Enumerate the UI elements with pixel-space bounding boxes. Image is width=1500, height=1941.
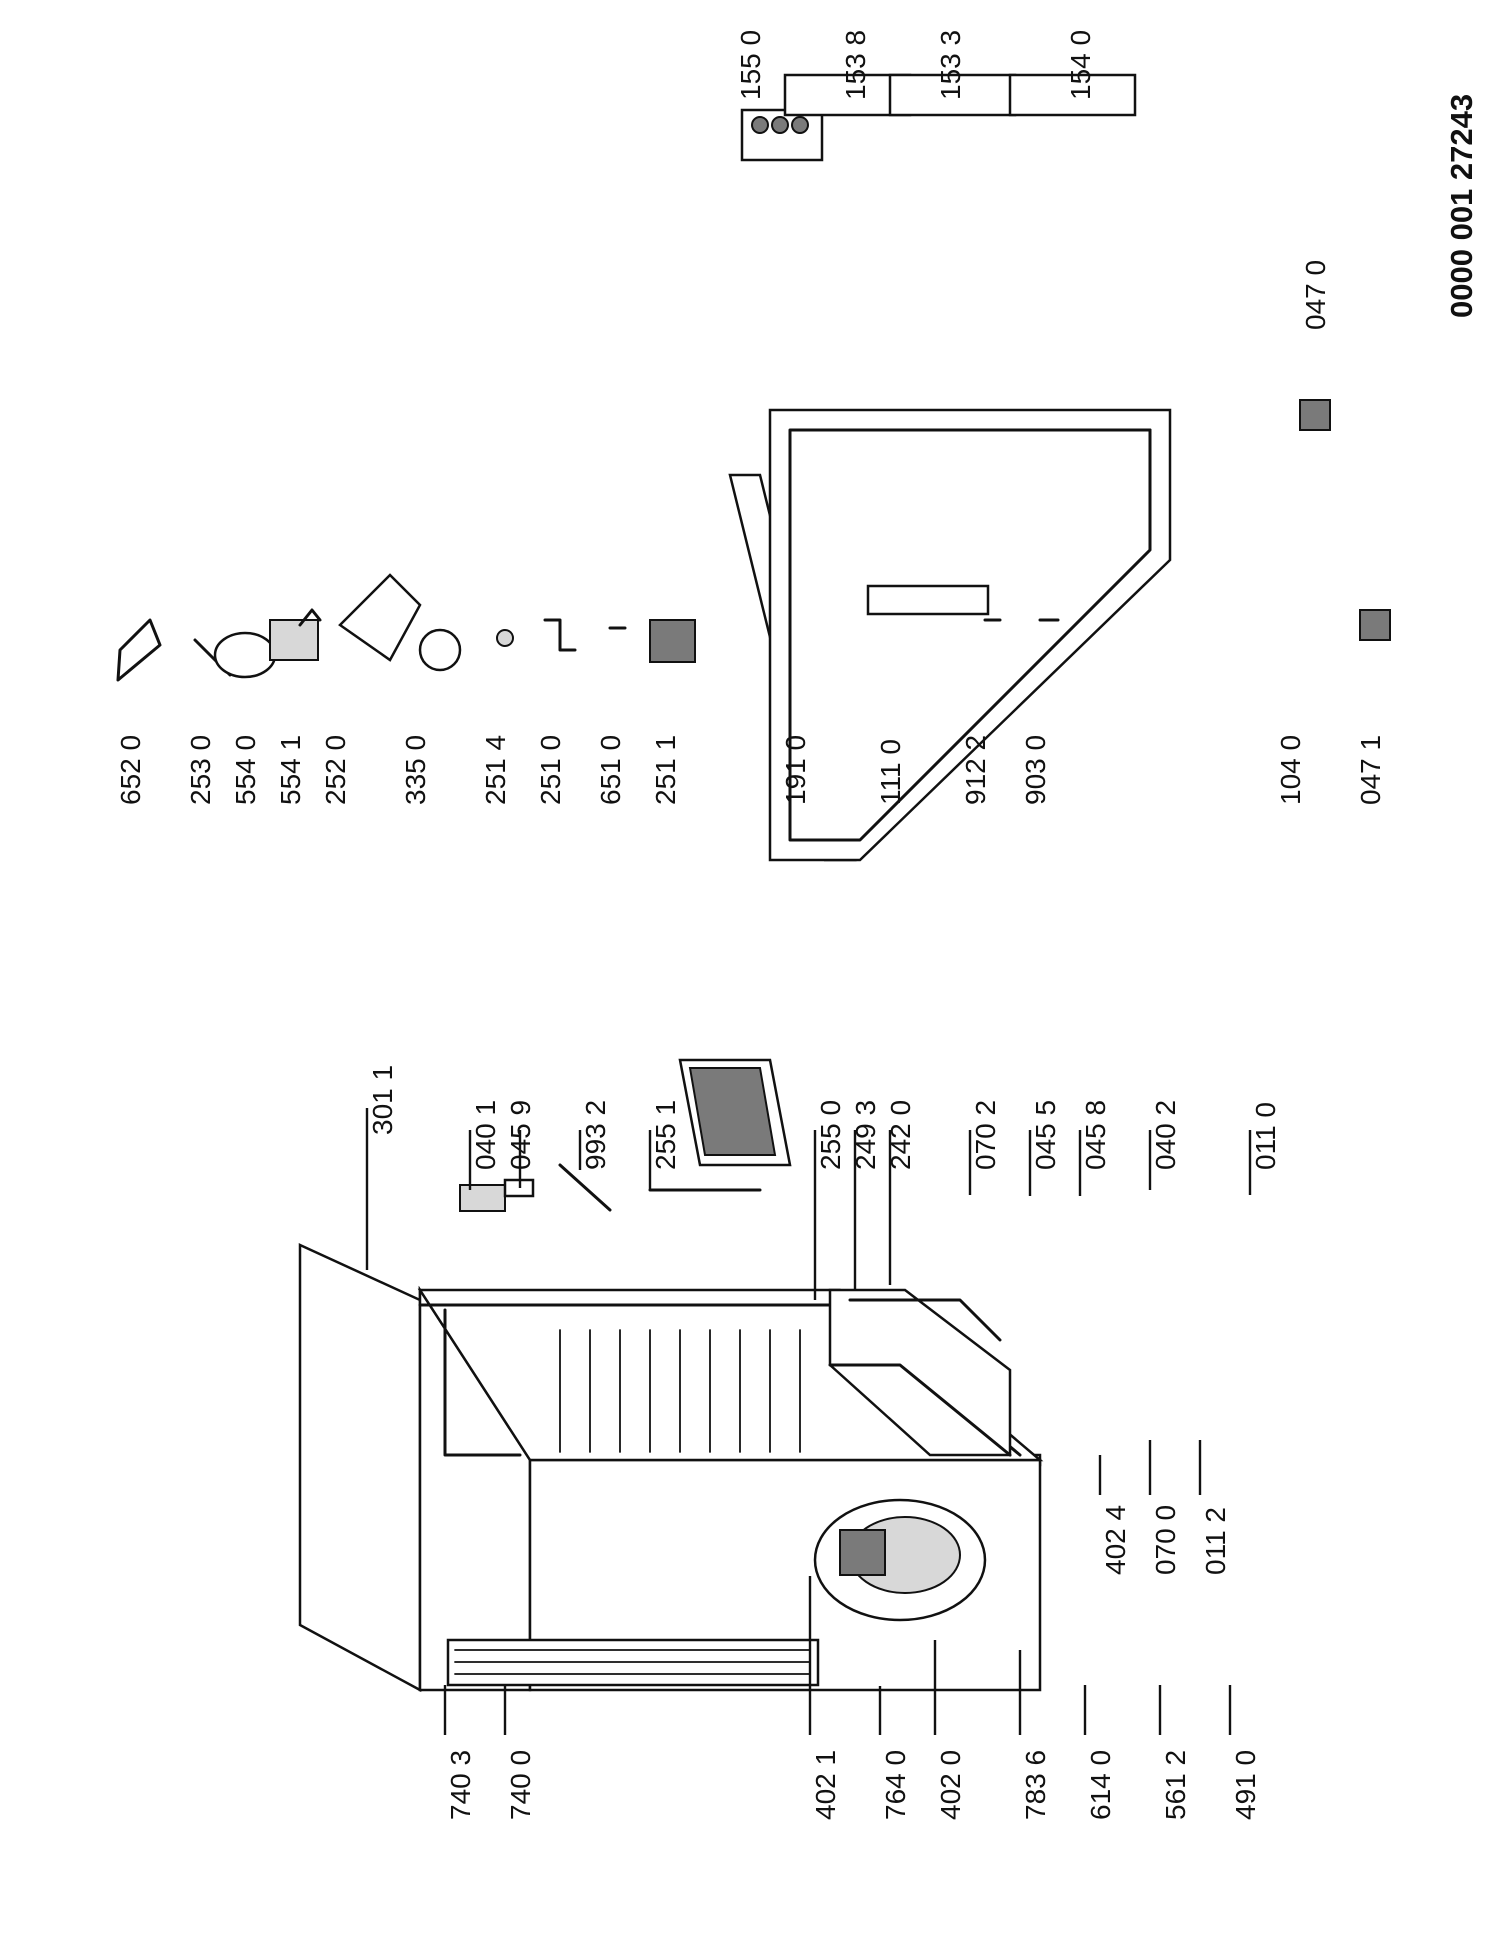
- door-shelf-icon-1533: [888, 73, 1017, 117]
- label-253-0: 253 0: [185, 735, 216, 805]
- control-part-251-4: [496, 629, 514, 647]
- control-part-252-0: [338, 573, 422, 662]
- door-hinge-parts: [459, 1163, 762, 1212]
- label-402-0: 402 0: [935, 1750, 966, 1820]
- label-155-0: 155 0: [735, 30, 766, 100]
- label-301-1: 301 1: [367, 1065, 398, 1135]
- label-255-0: 255 0: [815, 1100, 846, 1170]
- thermostat-icon: [269, 619, 319, 661]
- label-491-0: 491 0: [1230, 1750, 1261, 1820]
- document-number: 0000 001 27243: [1444, 94, 1479, 318]
- door-hinge-bottom: [1359, 609, 1391, 641]
- glass-shelf: [678, 1058, 792, 1167]
- label-740-0: 740 0: [505, 1750, 536, 1820]
- door-stop-screw: [558, 1163, 612, 1212]
- part-number-labels: 301 1 040 1 045 9 993 2 255 1 255 0 249 …: [115, 30, 1386, 1820]
- label-402-1: 402 1: [810, 1750, 841, 1820]
- label-242-0: 242 0: [885, 1100, 916, 1170]
- label-070-0: 070 0: [1150, 1505, 1181, 1575]
- label-554-1: 554 1: [275, 735, 306, 805]
- label-040-2: 040 2: [1150, 1100, 1181, 1170]
- label-783-6: 783 6: [1020, 1750, 1051, 1820]
- label-153-8: 153 8: [840, 30, 871, 100]
- label-045-9: 045 9: [505, 1100, 536, 1170]
- label-903-0: 903 0: [1020, 735, 1051, 805]
- door-hinge-top: [1299, 399, 1331, 431]
- egg-cup-3: [791, 116, 809, 134]
- control-part-554-1: [298, 608, 322, 627]
- cabinet-outer-side: [298, 1243, 422, 1693]
- label-614-0: 614 0: [1085, 1750, 1116, 1820]
- cabinet-inner-wall: [443, 1308, 522, 1457]
- label-993-2: 993 2: [580, 1100, 611, 1170]
- label-251-1: 251 1: [650, 735, 681, 805]
- label-111-0: 111 0: [875, 739, 906, 805]
- control-part-652-0: [116, 618, 162, 682]
- compressor-group: [813, 1498, 987, 1622]
- label-251-4: 251 4: [480, 735, 511, 805]
- label-912-2: 912 2: [960, 735, 991, 805]
- door-handle-plate: [866, 584, 990, 616]
- hinge-icon: [459, 1184, 506, 1212]
- label-045-5: 045 5: [1030, 1100, 1061, 1170]
- control-part-554-0: [213, 631, 277, 679]
- leader-lines: [365, 1108, 1252, 1735]
- control-part-251-1: [649, 619, 696, 663]
- crisper-bottom: [828, 1363, 1012, 1457]
- label-011-2: 011 2: [1200, 1507, 1231, 1575]
- door-panel: [768, 408, 1172, 862]
- label-104-0: 104 0: [1275, 735, 1306, 805]
- drawing-number: 0000 001 27243: [1444, 94, 1479, 318]
- label-011-0: 011 0: [1250, 1102, 1281, 1170]
- compressor-relay: [839, 1529, 886, 1576]
- label-251-0: 251 0: [535, 735, 566, 805]
- label-652-0: 652 0: [115, 735, 146, 805]
- control-parts: [116, 573, 696, 682]
- label-252-0: 252 0: [320, 735, 351, 805]
- door-shelf-icon-1540: [1008, 73, 1137, 117]
- door-shelf-accessories: [740, 73, 1137, 162]
- control-part-251-0: [543, 618, 577, 652]
- label-561-2: 561 2: [1160, 1750, 1191, 1820]
- label-040-1: 040 1: [470, 1100, 501, 1170]
- label-764-0: 764 0: [880, 1750, 911, 1820]
- control-part-335-0: [418, 628, 462, 672]
- label-249-3: 249 3: [850, 1100, 881, 1170]
- label-191-0: 191 0: [780, 735, 811, 805]
- label-651-0: 651 0: [595, 735, 626, 805]
- egg-cup-2: [771, 116, 789, 134]
- label-554-0: 554 0: [230, 735, 261, 805]
- label-335-0: 335 0: [400, 735, 431, 805]
- door-assembly: [728, 399, 1391, 862]
- crisper-side: [848, 1298, 1002, 1342]
- cabinet-assembly: [298, 1058, 1044, 1693]
- label-740-3: 740 3: [445, 1750, 476, 1820]
- label-047-1: 047 1: [1355, 735, 1386, 805]
- label-255-1: 255 1: [650, 1100, 681, 1170]
- label-402-4: 402 4: [1100, 1505, 1131, 1575]
- label-154-0: 154 0: [1065, 30, 1096, 100]
- label-047-0: 047 0: [1300, 260, 1331, 330]
- glass-shelf-pattern: [688, 1067, 777, 1156]
- crisper-drawer: [828, 1288, 1012, 1457]
- label-070-2: 070 2: [970, 1100, 1001, 1170]
- label-153-3: 153 3: [935, 30, 966, 100]
- egg-cup-1: [751, 116, 769, 134]
- label-045-8: 045 8: [1080, 1100, 1111, 1170]
- rear-coil-condenser: [446, 1638, 820, 1687]
